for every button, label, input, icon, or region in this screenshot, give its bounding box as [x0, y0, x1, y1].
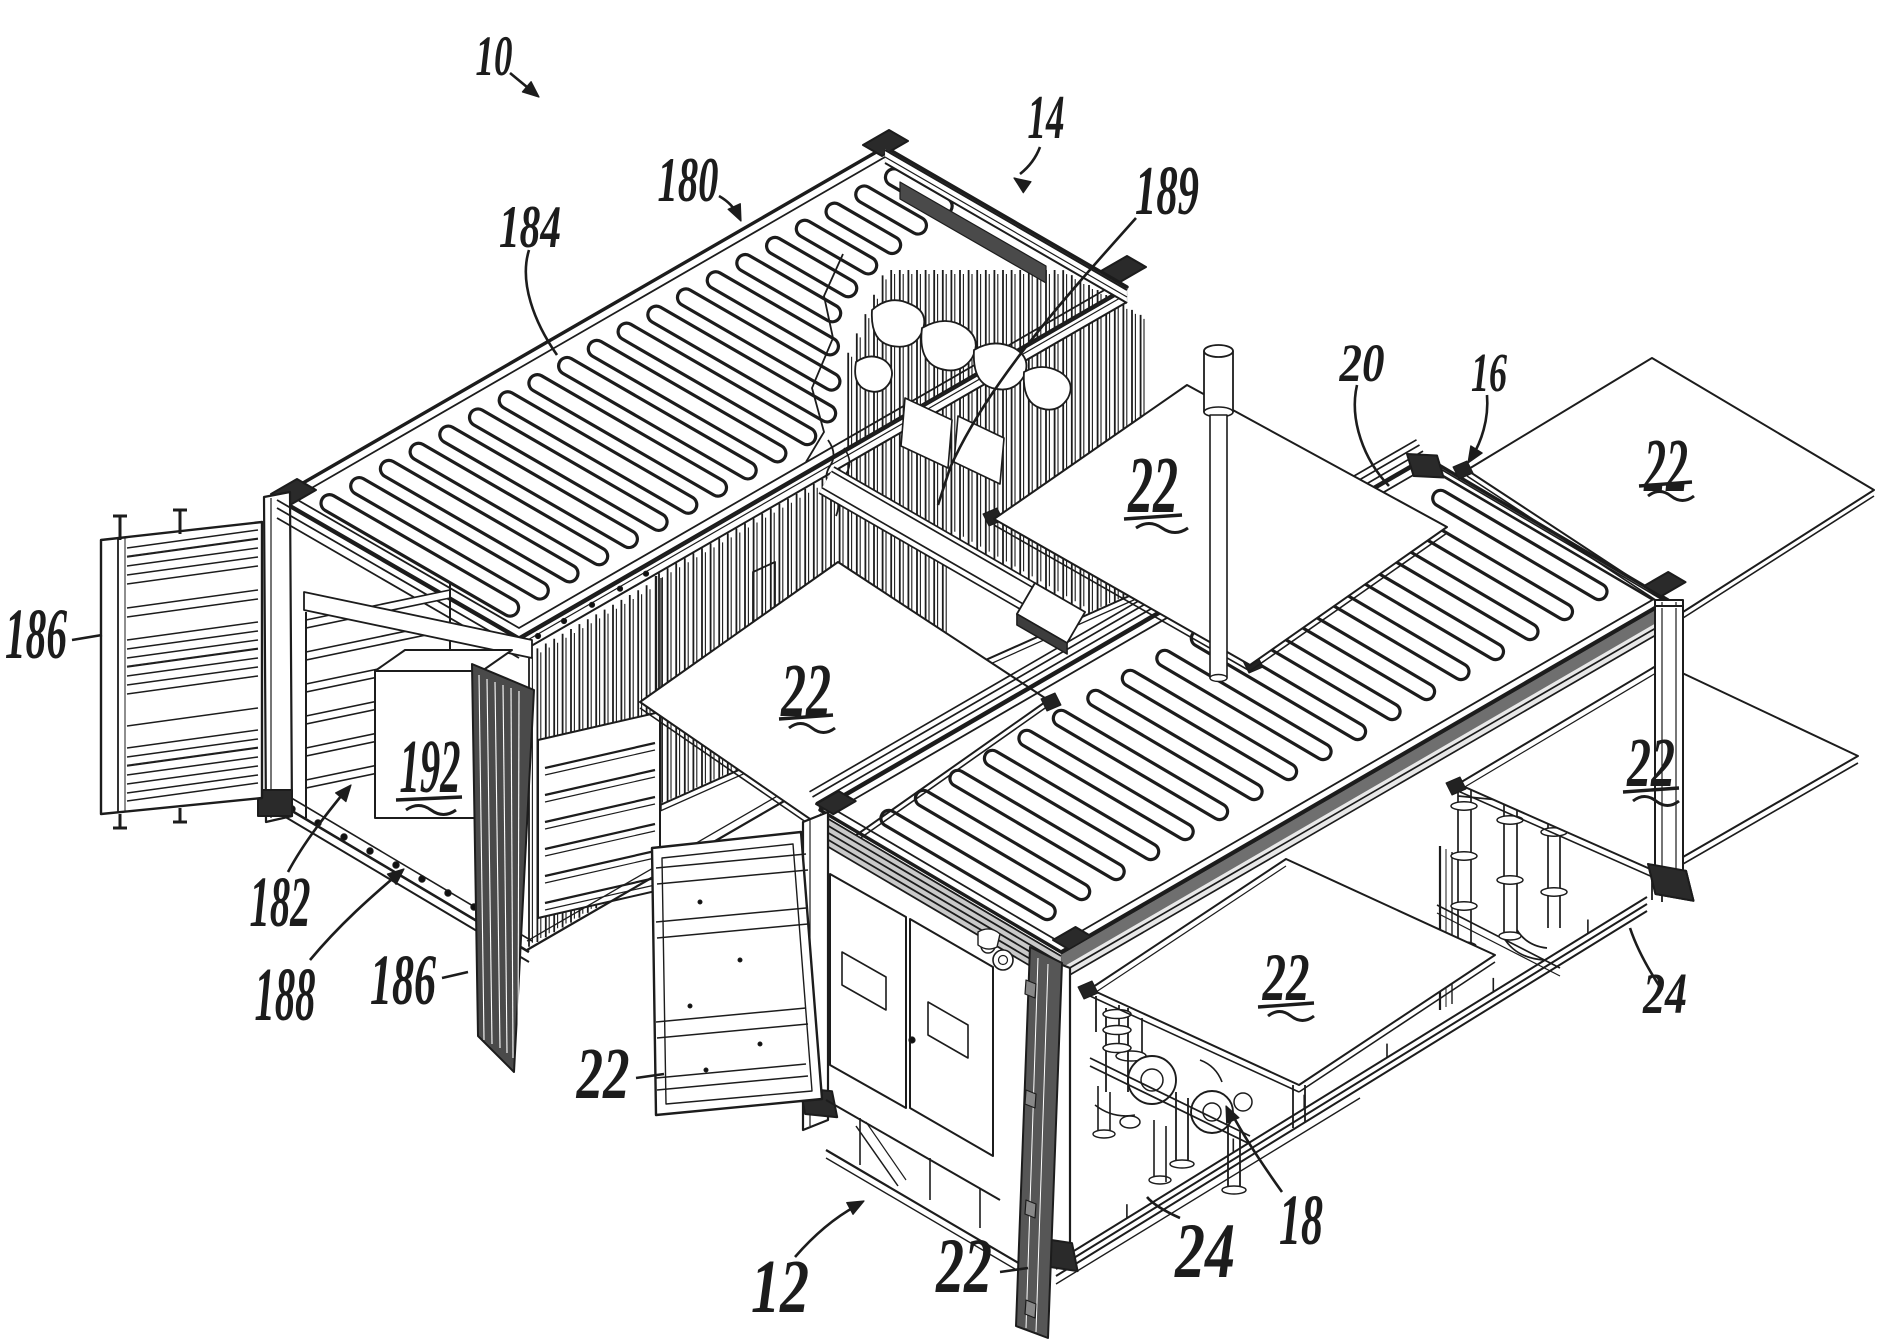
- svg-text:180: 180: [658, 145, 719, 215]
- svg-text:18: 18: [1279, 1180, 1323, 1260]
- svg-text:10: 10: [476, 25, 513, 88]
- svg-text:24: 24: [1174, 1207, 1235, 1294]
- svg-text:186: 186: [370, 940, 436, 1020]
- svg-text:22: 22: [576, 1033, 630, 1114]
- svg-text:14: 14: [1028, 84, 1065, 152]
- svg-text:188: 188: [255, 953, 316, 1037]
- svg-text:12: 12: [751, 1245, 809, 1329]
- svg-text:22: 22: [935, 1222, 992, 1309]
- svg-text:182: 182: [250, 862, 311, 942]
- svg-text:20: 20: [1339, 333, 1385, 393]
- svg-text:192: 192: [400, 725, 461, 809]
- svg-text:184: 184: [499, 194, 561, 260]
- svg-text:22: 22: [780, 649, 831, 733]
- svg-text:189: 189: [1135, 153, 1199, 230]
- svg-text:186: 186: [5, 594, 67, 674]
- svg-text:16: 16: [1471, 342, 1507, 403]
